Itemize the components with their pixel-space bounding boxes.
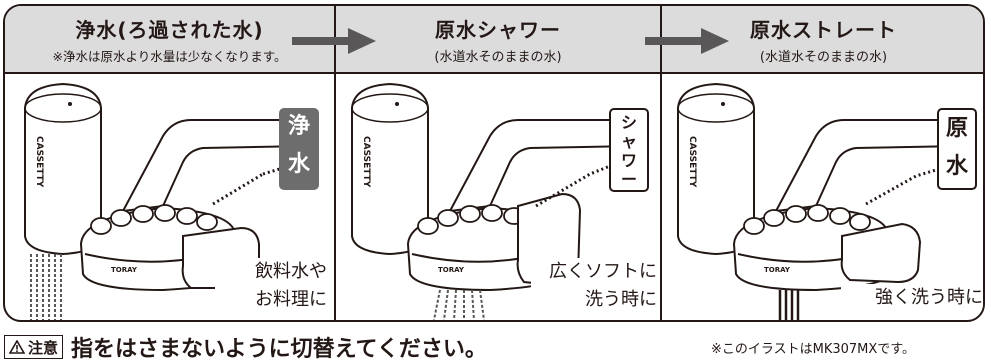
caution-tag: 注意 <box>4 335 64 359</box>
faucet-brand-text: TORAY <box>438 266 465 274</box>
column-title-filtered: 浄水(ろ過された水) <box>75 18 264 42</box>
cartridge-brand-text: CASSETTY <box>361 136 371 188</box>
faucet-straight-illustration: CASSETTY TORAY <box>677 82 963 320</box>
mode-comparison-panel: 浄水(ろ過された水) ※浄水は原水より水量は少なくなります。 原水シャワー (水… <box>3 4 985 322</box>
mode-label-filtered: 浄 水 <box>279 108 319 190</box>
caution-tag-label: 注意 <box>28 338 59 357</box>
column-subtitle-straight: (水道水そのままの水) <box>759 50 888 65</box>
faucet-brand-text: TORAY <box>111 266 138 274</box>
arrow-right-icon <box>645 28 729 54</box>
arrow-right-icon <box>292 28 376 54</box>
header-band <box>5 6 983 74</box>
illustration-footnote: ※このイラストはMK307MXです。 <box>711 342 916 357</box>
cartridge-brand-text: CASSETTY <box>34 136 44 188</box>
column-divider <box>660 6 662 320</box>
caption-filtered: 飲料水や お料理に <box>215 258 327 314</box>
caption-straight: 強く洗う時に <box>841 284 983 312</box>
mode-label-shower: シ ャ ワ ー <box>609 108 649 192</box>
caution-text: 指をはさまないように切替えてください。 <box>71 337 487 362</box>
column-title-shower: 原水シャワー <box>435 18 561 42</box>
caution-notice: 注意 指をはさまないように切替えてください。 <box>4 334 487 362</box>
cartridge-brand-text: CASSETTY <box>687 136 697 188</box>
caption-shower: 広くソフトに 洗う時に <box>531 258 657 314</box>
mode-label-straight: 原 水 <box>937 108 977 190</box>
column-title-straight: 原水ストレート <box>750 18 897 42</box>
column-subtitle-shower: (水道水そのままの水) <box>434 50 562 65</box>
column-subtitle-filtered: ※浄水は原水より水量は少なくなります。 <box>52 49 287 64</box>
warning-triangle-icon <box>9 340 25 354</box>
faucet-brand-text: TORAY <box>764 266 791 274</box>
column-divider <box>334 6 336 320</box>
